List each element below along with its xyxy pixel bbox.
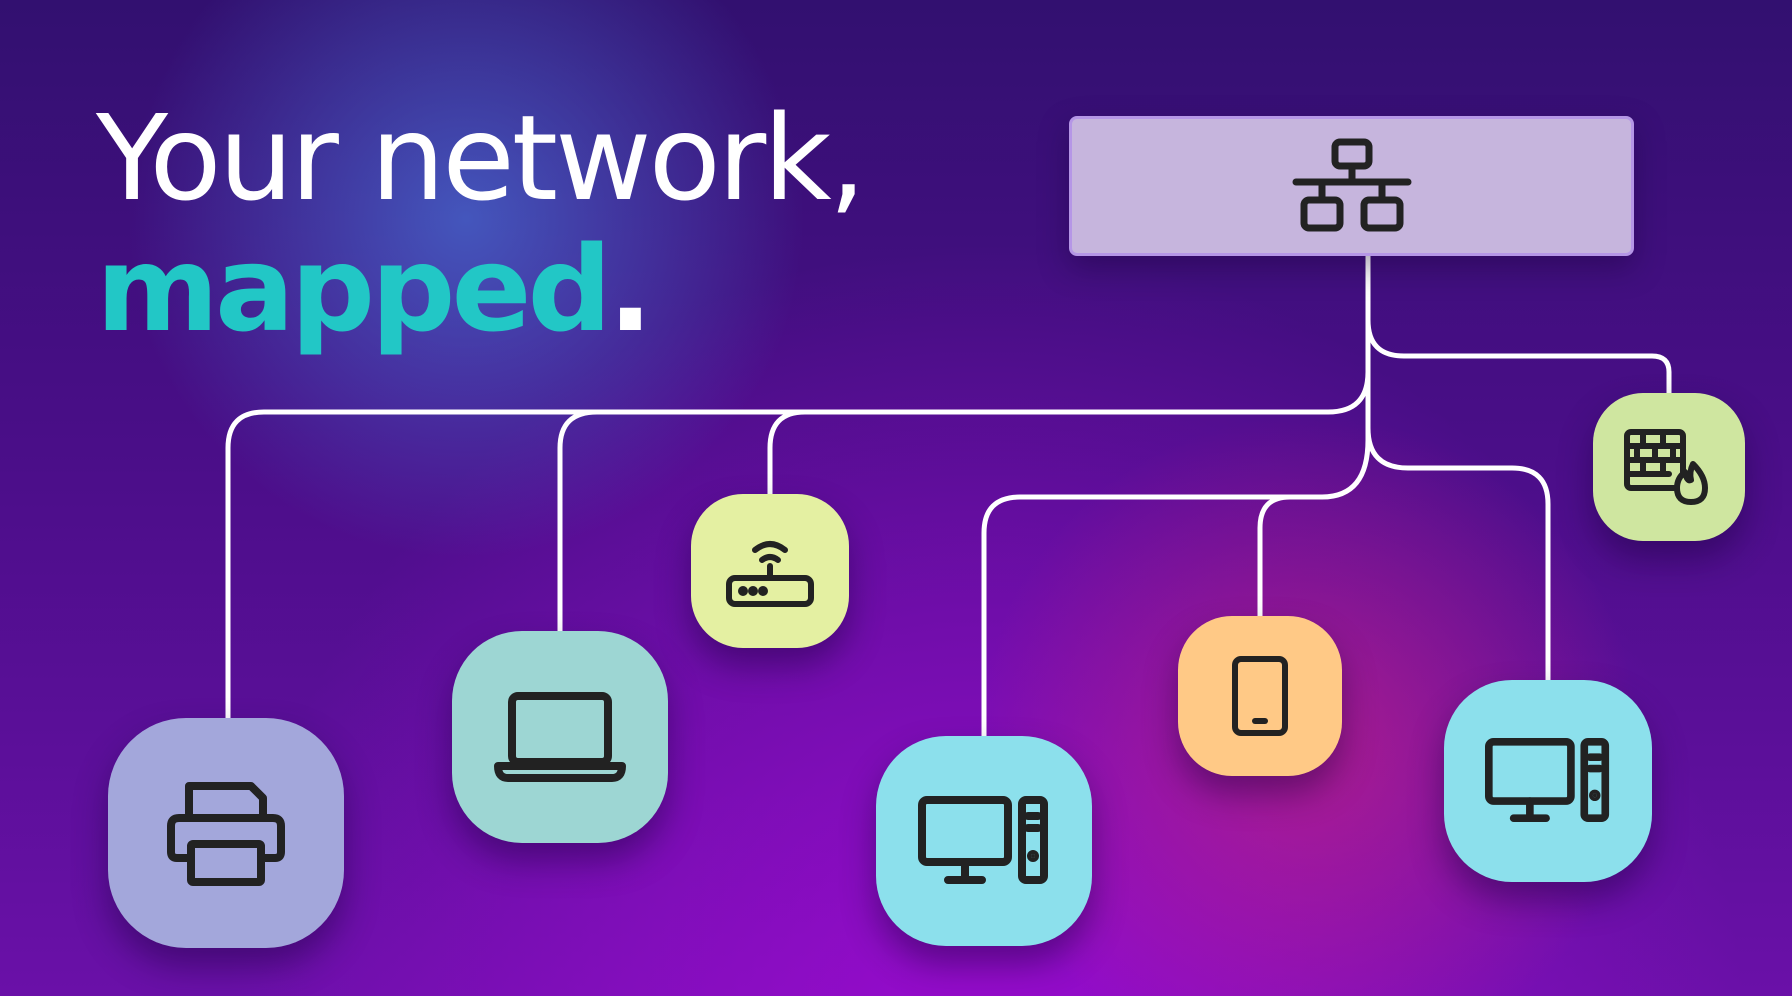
smartphone-icon (1231, 655, 1289, 737)
wifi-router-icon (725, 532, 815, 610)
node-desktop-1 (876, 736, 1092, 946)
headline-line-2: mapped. (96, 224, 863, 354)
connector-to-laptop (557, 409, 600, 634)
headline-line-1: Your network, (96, 89, 866, 227)
node-laptop (452, 631, 668, 843)
node-printer (108, 718, 344, 948)
node-router (691, 494, 849, 648)
printer-icon (167, 778, 285, 888)
connector-to-router (767, 409, 808, 497)
connector-to-phone (1257, 494, 1293, 619)
headline-accent-word: mapped (96, 220, 612, 358)
headline-period: . (608, 220, 653, 358)
connector-to-desktop-2 (1365, 425, 1551, 683)
headline: Your network, mapped. (96, 89, 866, 354)
network-switch-icon (1292, 136, 1412, 236)
connector-to-printer (225, 369, 1371, 721)
desktop-computer-icon (918, 794, 1050, 888)
connector-to-desktop-1 (981, 437, 1371, 739)
node-desktop-2 (1444, 680, 1652, 882)
firewall-icon (1623, 428, 1715, 506)
node-phone (1178, 616, 1342, 776)
network-hub (1069, 116, 1634, 256)
node-firewall (1593, 393, 1745, 541)
connector-to-firewall (1365, 317, 1672, 396)
desktop-computer-icon (1485, 736, 1611, 826)
laptop-icon (494, 690, 626, 784)
